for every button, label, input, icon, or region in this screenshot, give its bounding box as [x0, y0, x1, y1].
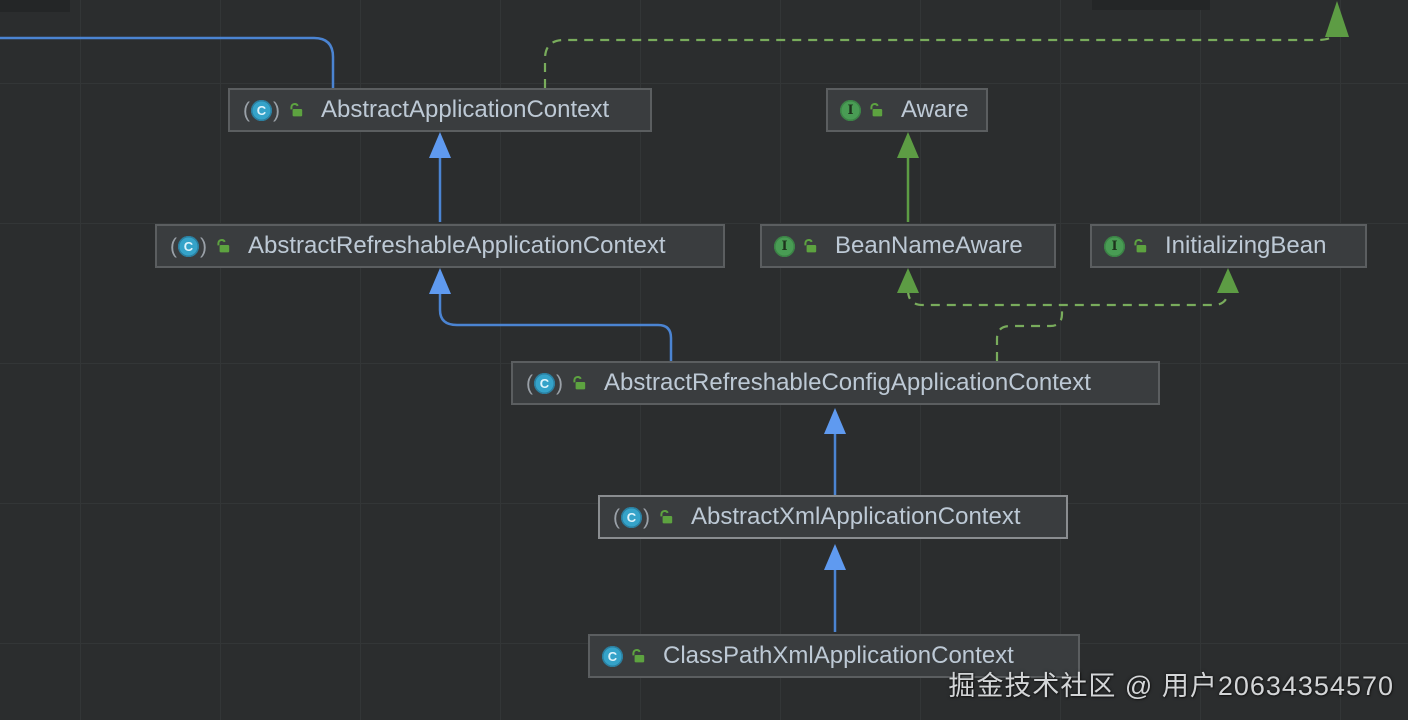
abstract-paren-icon: (	[170, 234, 177, 258]
cropped-node-artifact	[0, 0, 70, 12]
unlocked-padlock-icon	[629, 647, 647, 665]
arrowhead-icon	[429, 268, 451, 294]
edge-extends-offscreen-to-abstractapplicationcontext[interactable]	[0, 36, 335, 88]
edge-extends-beannameaware-to-aware[interactable]	[897, 132, 919, 222]
abstract-paren-icon: )	[643, 505, 650, 529]
class-node-class-path-xml-application-context[interactable]: C ClassPathXmlApplicationContext	[588, 634, 1080, 678]
node-label: ClassPathXmlApplicationContext	[663, 642, 1014, 669]
class-ball-icon: C	[251, 99, 272, 121]
arrowhead-icon	[897, 132, 919, 158]
abstract-paren-icon: )	[200, 234, 207, 258]
node-label: AbstractRefreshableApplicationContext	[248, 232, 666, 259]
abstract-class-icon: (C)	[525, 371, 588, 395]
abstract-class-icon: (C)	[242, 98, 305, 122]
arrowhead-icon	[1217, 268, 1239, 293]
node-label: AbstractRefreshableConfigApplicationCont…	[604, 369, 1091, 396]
edge-implements-abstractapplicationcontext-offscreen[interactable]	[543, 1, 1349, 88]
unlocked-padlock-icon	[867, 101, 885, 119]
node-label: AbstractApplicationContext	[321, 96, 610, 123]
edge-implements-config-to-beannameaware-and-initializingbean[interactable]	[897, 268, 1239, 361]
arrowhead-icon	[1325, 1, 1349, 37]
arrowhead-icon	[897, 268, 919, 293]
unlocked-padlock-icon	[801, 237, 819, 255]
abstract-class-icon: (C)	[169, 234, 232, 258]
class-ball-icon: C	[534, 372, 555, 394]
interface-ball-icon: I	[840, 99, 861, 121]
interface-icon: I	[840, 99, 885, 121]
edge-extends-xml-to-config[interactable]	[824, 408, 846, 495]
interface-node-initializing-bean[interactable]: I InitializingBean	[1090, 224, 1367, 268]
abstract-paren-icon: )	[273, 98, 280, 122]
abstract-class-icon: (C)	[612, 505, 675, 529]
node-label: InitializingBean	[1165, 232, 1327, 259]
class-node-abstract-application-context[interactable]: (C) AbstractApplicationContext	[228, 88, 652, 132]
unlocked-padlock-icon	[657, 508, 675, 526]
node-label: BeanNameAware	[835, 232, 1023, 259]
cropped-node-artifact	[1092, 0, 1210, 10]
unlocked-padlock-icon	[1131, 237, 1149, 255]
node-label: AbstractXmlApplicationContext	[691, 503, 1021, 530]
arrowhead-icon	[824, 408, 846, 434]
interface-ball-icon: I	[774, 235, 795, 257]
edge-extends-abstractrefreshable-to-abstractapplicationcontext[interactable]	[429, 132, 451, 222]
arrowhead-icon	[824, 544, 846, 570]
class-node-abstract-refreshable-application-context[interactable]: (C) AbstractRefreshableApplicationContex…	[155, 224, 725, 268]
watermark-text: 掘金技术社区 @ 用户20634354570	[948, 671, 1394, 701]
abstract-paren-icon: (	[243, 98, 250, 122]
abstract-paren-icon: (	[526, 371, 533, 395]
interface-icon: I	[1104, 235, 1149, 257]
unlocked-padlock-icon	[287, 101, 305, 119]
class-ball-icon: C	[178, 235, 199, 257]
unlocked-padlock-icon	[570, 374, 588, 392]
edge-extends-classpath-to-xml[interactable]	[824, 544, 846, 632]
interface-ball-icon: I	[1104, 235, 1125, 257]
class-ball-icon: C	[621, 506, 642, 528]
class-ball-icon: C	[602, 645, 623, 667]
abstract-paren-icon: (	[613, 505, 620, 529]
arrowhead-icon	[429, 132, 451, 158]
interface-icon: I	[774, 235, 819, 257]
edge-extends-config-to-abstractrefreshable[interactable]	[429, 268, 673, 361]
interface-node-bean-name-aware[interactable]: I BeanNameAware	[760, 224, 1056, 268]
class-node-abstract-xml-application-context[interactable]: (C) AbstractXmlApplicationContext	[598, 495, 1068, 539]
class-icon: C	[602, 645, 647, 667]
node-label: Aware	[901, 96, 969, 123]
interface-node-aware[interactable]: I Aware	[826, 88, 988, 132]
class-node-abstract-refreshable-config-application-context[interactable]: (C) AbstractRefreshableConfigApplication…	[511, 361, 1160, 405]
unlocked-padlock-icon	[214, 237, 232, 255]
abstract-paren-icon: )	[556, 371, 563, 395]
